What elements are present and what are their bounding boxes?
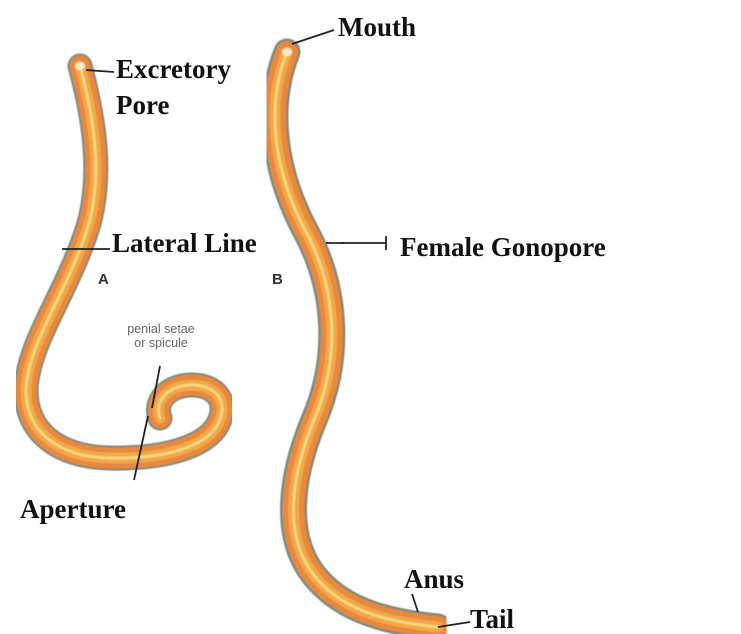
label-excretory: Excretory	[116, 56, 231, 83]
worm-tag-b: B	[272, 271, 283, 288]
label-anus: Anus	[404, 566, 464, 593]
worm-tag-a: A	[98, 271, 109, 288]
leader-mouth	[292, 30, 334, 44]
label-aperture: Aperture	[20, 496, 126, 523]
label-female-gonopore: Female Gonopore	[400, 234, 606, 261]
label-pore: Pore	[116, 92, 169, 119]
label-lateral-line: Lateral Line	[112, 230, 257, 257]
leader-anus	[412, 594, 418, 612]
label-penial-setae-line2: or spicule	[96, 336, 226, 350]
female-worm-b	[275, 48, 438, 627]
label-penial-setae: penial setae or spicule	[96, 322, 226, 351]
label-mouth: Mouth	[338, 14, 416, 41]
male-worm-a	[26, 62, 222, 458]
label-tail: Tail	[470, 606, 514, 633]
label-penial-setae-line1: penial setae	[96, 322, 226, 336]
